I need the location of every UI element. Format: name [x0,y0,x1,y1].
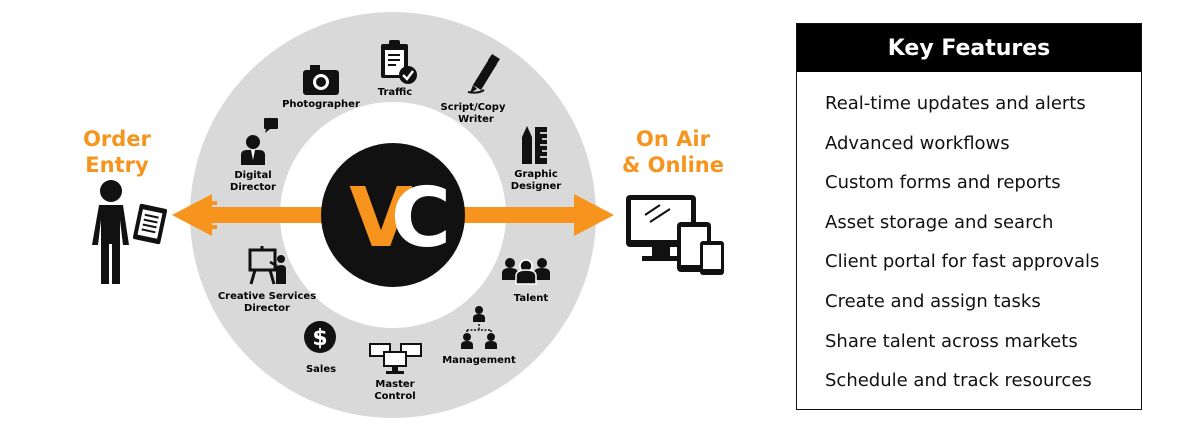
key-features-title: Key Features [797,24,1141,72]
management-label: Management [442,355,516,366]
feature-item: Schedule and track resources [825,370,1092,392]
feature-item: Asset storage and search [825,211,1054,233]
script-label-line1: Script/Copy [441,102,506,113]
feature-item: Share talent across markets [825,330,1078,352]
feature-item: Real-time updates and alerts [825,93,1086,114]
vc-logo: V C [321,143,465,287]
ruler-pencil-icon [522,126,547,164]
feature-item: Advanced workflows [825,132,1010,154]
features-list: Real-time updates and alerts Advanced wo… [797,72,1141,401]
feature-item: Client portal for fast approvals [825,251,1100,273]
script-label-line2: Writer [458,114,494,125]
on-air-label: On Air & Online [614,126,732,178]
pen-icon [467,54,500,94]
easel-presenter-icon [248,246,286,285]
graphic-label-line1: Graphic [514,169,558,180]
dollar-coin-icon: $ [304,321,336,353]
workflow-diagram: V C Photographer [92,12,724,418]
devices-icon [626,195,724,275]
sales-label: Sales [306,364,336,375]
order-entry-label: Order Entry [72,126,162,178]
org-chart-icon [461,306,497,349]
order-entry-line2: Entry [85,153,149,177]
graphic-label-line2: Designer [511,181,562,192]
on-air-line2: & Online [621,153,725,177]
monitors-icon [369,343,422,374]
group-icon [502,258,550,285]
camera-icon [303,65,339,95]
on-air-line1: On Air [636,127,710,151]
master-label-line1: Master [375,379,414,390]
clipboard-check-icon [381,40,417,84]
logo-letter-c: C [391,171,451,266]
digital-label-line2: Director [230,182,276,193]
master-label-line2: Control [374,391,415,402]
photographer-label: Photographer [282,99,360,110]
person-with-clipboard-icon [92,180,168,284]
creative-label-line2: Director [244,303,290,314]
presenter-icon [241,118,278,165]
svg-text:$: $ [312,326,327,351]
talent-label: Talent [514,293,549,304]
digital-label-line1: Digital [234,170,271,181]
order-entry-line1: Order [83,127,151,151]
feature-item: Create and assign tasks [825,290,1041,312]
creative-label-line1: Creative Services [218,291,316,302]
traffic-label: Traffic [378,87,413,98]
feature-item: Custom forms and reports [825,172,1061,194]
key-features-panel: Key Features Real-time updates and alert… [796,23,1142,410]
